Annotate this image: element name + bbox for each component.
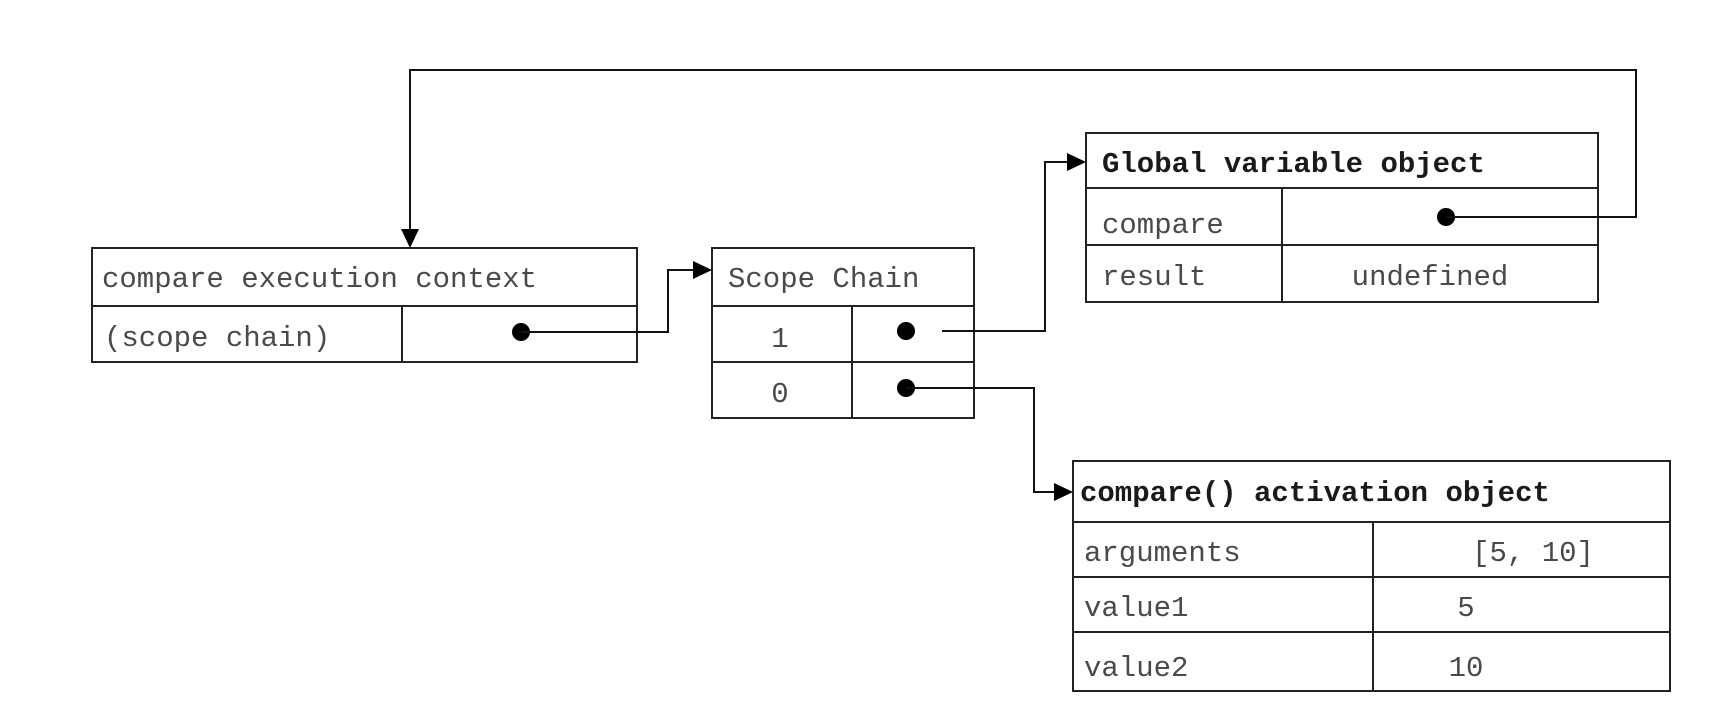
scope-chain-index-0: 0 bbox=[771, 378, 788, 411]
arrow-context-to-scope-chain bbox=[521, 269, 696, 333]
global-row-result-value: undefined bbox=[1352, 261, 1509, 294]
activation-row-value2-value: 10 bbox=[1449, 652, 1484, 685]
global-object-title: Global variable object bbox=[1102, 148, 1485, 181]
scope-1-pointer-dot bbox=[897, 322, 915, 340]
activation-row-value1-name: value1 bbox=[1084, 592, 1188, 625]
scope-chain-index-1: 1 bbox=[771, 323, 788, 356]
arrow-scope0-to-activation bbox=[906, 387, 1057, 493]
scope-chain-row-label: (scope chain) bbox=[104, 322, 330, 355]
activation-row-arguments-name: arguments bbox=[1084, 537, 1241, 570]
execution-context-box: compare execution context (scope chain) bbox=[91, 247, 638, 363]
activation-object-title: compare() activation object bbox=[1080, 477, 1550, 510]
global-row-compare-name: compare bbox=[1102, 209, 1224, 242]
global-row-result-name: result bbox=[1102, 261, 1206, 294]
arrow-head-activation bbox=[1054, 483, 1073, 501]
arrow-head-execution-context bbox=[401, 229, 419, 248]
arrow-compare-to-execution-context bbox=[409, 69, 1637, 230]
scope-chain-box: Scope Chain 1 0 bbox=[711, 247, 975, 419]
activation-row-value1-value: 5 bbox=[1457, 592, 1474, 625]
activation-row-arguments-value: [5, 10] bbox=[1472, 537, 1594, 570]
arrow-head-scope-chain bbox=[693, 261, 712, 279]
execution-context-title: compare execution context bbox=[102, 263, 537, 296]
activation-row-value2-name: value2 bbox=[1084, 652, 1188, 685]
scope-chain-title: Scope Chain bbox=[728, 263, 919, 296]
arrow-scope1-to-global bbox=[942, 161, 1070, 332]
activation-object-box: compare() activation object arguments [5… bbox=[1072, 460, 1671, 692]
arrow-head-global bbox=[1067, 153, 1086, 171]
